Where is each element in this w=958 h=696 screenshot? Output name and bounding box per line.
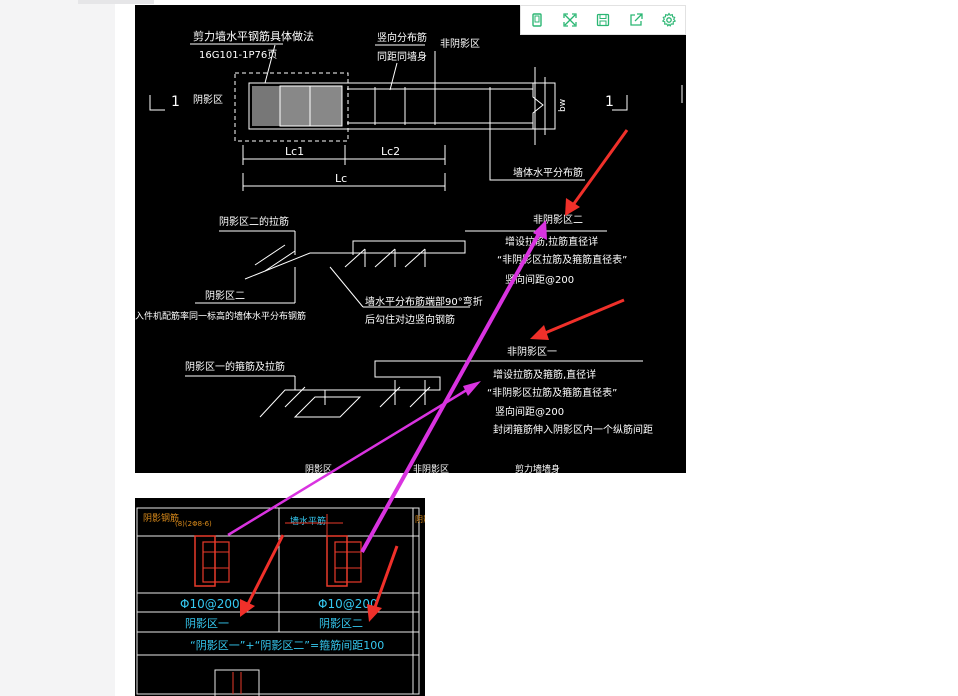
phone-view-button[interactable] bbox=[526, 9, 548, 31]
cad-bottom-label3: 剪力墙墙身 bbox=[515, 463, 560, 473]
cad-title-line2: 16G101-1P76页 bbox=[199, 49, 277, 61]
cad-shadow-zone-label: 阴影区 bbox=[193, 94, 223, 106]
cad-vertical-bar-label: 竖向分布筋 bbox=[377, 31, 427, 44]
cad-hook-note1: 墙水平分布筋端部90°弯折 bbox=[365, 295, 483, 308]
save-icon bbox=[596, 13, 610, 27]
cad-non-shadow-1-note1: 增设拉筋及箍筋,直径详 bbox=[493, 368, 596, 381]
share-icon bbox=[630, 13, 643, 26]
cad-zone2-label: 阴影区二 bbox=[205, 290, 245, 302]
table-cell-left-value: Φ10@200 bbox=[180, 597, 240, 611]
cad-lc1: Lc1 bbox=[285, 145, 304, 158]
settings-icon bbox=[661, 12, 676, 27]
cad-non-shadow-2-note2: “非阴影区拉筋及箍筋直径表” bbox=[497, 253, 627, 266]
cad-section-mark-right: 1 bbox=[605, 94, 614, 110]
cad-non-shadow-1-note4: 封闭箍筋伸入阴影区内一个纵筋间距 bbox=[493, 423, 653, 436]
share-button[interactable] bbox=[625, 9, 647, 31]
image-toolbar bbox=[520, 5, 686, 35]
cad-section-mark-left: 1 bbox=[171, 94, 180, 110]
cad-non-shadow-1: 非阴影区一 bbox=[507, 346, 557, 358]
cad-non-shadow-1-note2: “非阴影区拉筋及箍筋直径表” bbox=[487, 386, 617, 399]
cad-bottom-label2: 非阴影区 bbox=[413, 463, 449, 473]
table-header-left: 阴影钢筋 bbox=[143, 512, 179, 524]
table-cell-right-value: Φ10@200 bbox=[318, 597, 378, 611]
table-cell-right-zone: 阴影区二 bbox=[319, 617, 363, 630]
cad-bottom-label1: 阴影区 bbox=[305, 464, 332, 473]
fullscreen-button[interactable] bbox=[559, 9, 581, 31]
cad-bw-label: bw bbox=[558, 99, 568, 112]
cad-same-wall-label: 同距同墙身 bbox=[377, 50, 427, 63]
rebar-table-svg: 阴影钢筋 (8)(2Φ8-6) 墙水平筋 阴影 Φ10@200 Φ10@200 … bbox=[136, 507, 425, 696]
phone-view-icon bbox=[532, 13, 543, 27]
cad-zone2-tie-title: 阴影区二的拉筋 bbox=[219, 215, 289, 228]
cad-wall-horizontal-label: 墙体水平分布筋 bbox=[513, 166, 583, 179]
cad-non-shadow-2-note1: 增设拉筋,拉筋直径详 bbox=[505, 235, 598, 248]
cad-drawing-svg: 剪力墙水平钢筋具体做法 16G101-1P76页 竖向分布筋 同距同墙身 非阴影… bbox=[135, 29, 683, 473]
table-header-left-sub: (8)(2Φ8-6) bbox=[175, 520, 212, 528]
settings-button[interactable] bbox=[658, 9, 680, 31]
cad-lc: Lc bbox=[335, 172, 347, 185]
fullscreen-icon bbox=[563, 13, 577, 27]
table-formula: “阴影区一”+“阴影区二”=箍筋间距100 bbox=[190, 638, 384, 652]
cad-non-shadow-2-note3: 竖向间距@200 bbox=[505, 273, 574, 286]
table-header-mid: 墙水平筋 bbox=[290, 515, 326, 527]
top-tab[interactable] bbox=[78, 0, 154, 4]
cad-non-shadow-1-note3: 竖向间距@200 bbox=[495, 405, 564, 418]
cad-lc2: Lc2 bbox=[381, 145, 400, 158]
left-gutter bbox=[0, 0, 115, 696]
cad-drawing-image: 剪力墙水平钢筋具体做法 16G101-1P76页 竖向分布筋 同距同墙身 非阴影… bbox=[135, 5, 686, 473]
save-button[interactable] bbox=[592, 9, 614, 31]
table-cell-left-zone: 阴影区一 bbox=[185, 617, 229, 630]
table-right-edge: 阴影 bbox=[415, 514, 425, 524]
rebar-table-image: 阴影钢筋 (8)(2Φ8-6) 墙水平筋 阴影 Φ10@200 Φ10@200 … bbox=[135, 498, 425, 696]
cad-zone2-note: 入件机配筋率同一标高的墙体水平分布钢筋 bbox=[135, 310, 306, 322]
cad-zone1-stirrup-title: 阴影区一的箍筋及拉筋 bbox=[185, 360, 285, 373]
cad-non-shadow-top: 非阴影区 bbox=[440, 38, 480, 50]
cad-non-shadow-2: 非阴影区二 bbox=[533, 214, 583, 226]
cad-title-line1: 剪力墙水平钢筋具体做法 bbox=[193, 29, 314, 43]
cad-hook-note2: 后勾住对边竖向钢筋 bbox=[365, 313, 455, 326]
